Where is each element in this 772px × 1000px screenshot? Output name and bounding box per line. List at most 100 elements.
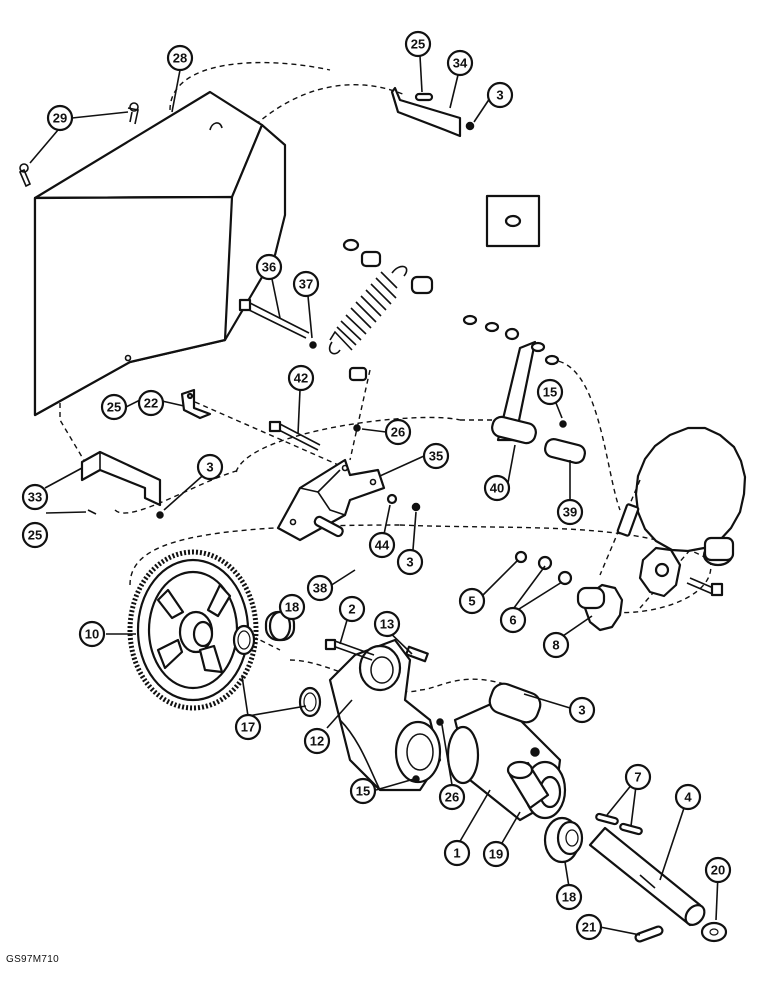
svg-text:5: 5: [468, 594, 475, 609]
callout-26: 26: [384, 418, 412, 446]
bolt-washers-sprocket: [514, 550, 624, 632]
bushing-19: [506, 760, 550, 810]
callout-7: 7: [624, 763, 652, 791]
nut-3a: [411, 502, 421, 512]
svg-text:7: 7: [634, 770, 641, 785]
callout-39: 39: [556, 498, 584, 526]
callout-38: 38: [306, 574, 334, 602]
tension-spring: [328, 238, 434, 382]
svg-text:2: 2: [348, 602, 355, 617]
svg-text:25: 25: [28, 528, 42, 543]
callout-22: 22: [137, 389, 165, 417]
callout-37: 37: [292, 270, 320, 298]
bolt-42: [268, 420, 321, 451]
callout-18: 18: [278, 593, 306, 621]
svg-text:3: 3: [406, 555, 413, 570]
svg-text:20: 20: [711, 863, 725, 878]
svg-text:42: 42: [294, 371, 308, 386]
lower-bracket-33: [80, 450, 164, 519]
svg-text:4: 4: [684, 790, 692, 805]
svg-text:15: 15: [356, 784, 370, 799]
callout-42: 42: [287, 364, 315, 392]
svg-text:12: 12: [310, 734, 324, 749]
bolt-2: [324, 638, 375, 661]
svg-text:36: 36: [262, 260, 276, 275]
callout-40: 40: [483, 474, 511, 502]
svg-text:25: 25: [411, 37, 425, 52]
washer-20: [700, 921, 728, 943]
svg-text:34: 34: [453, 56, 468, 71]
callout-33: 33: [21, 483, 49, 511]
svg-text:37: 37: [299, 277, 313, 292]
svg-text:44: 44: [375, 538, 390, 553]
callout-36: 36: [255, 253, 283, 281]
washer-plate: [485, 194, 541, 248]
svg-text:8: 8: [552, 638, 559, 653]
drive-shaft-4: [588, 826, 706, 927]
callout-17: 17: [234, 713, 262, 741]
svg-text:28: 28: [173, 51, 187, 66]
svg-text:3: 3: [206, 460, 213, 475]
bolt-36: [238, 298, 310, 339]
callout-28: 28: [166, 44, 194, 72]
callout-12: 12: [303, 727, 331, 755]
callout-13: 13: [373, 610, 401, 638]
svg-text:39: 39: [563, 505, 577, 520]
svg-text:15: 15: [543, 385, 557, 400]
nut-37: [309, 341, 317, 349]
svg-text:22: 22: [144, 396, 158, 411]
document-code: GS97M710: [6, 954, 59, 965]
flywheel-gear-10: [127, 549, 259, 711]
svg-text:19: 19: [489, 847, 503, 862]
svg-text:6: 6: [509, 613, 516, 628]
nut-26b: [436, 718, 444, 726]
hair-pin-clips: [18, 102, 139, 188]
callout-6: 6: [499, 606, 527, 634]
callout-3: 3: [396, 548, 424, 576]
guard-shield: [33, 90, 287, 417]
callout-3: 3: [568, 696, 596, 724]
pin-38: [313, 515, 344, 538]
small-sprocket-upper: [638, 546, 682, 598]
svg-text:1: 1: [453, 846, 460, 861]
svg-text:35: 35: [429, 449, 443, 464]
small-bracket-22: [180, 388, 212, 420]
callout-3: 3: [196, 453, 224, 481]
svg-text:3: 3: [496, 88, 503, 103]
callout-8: 8: [542, 631, 570, 659]
nut-26: [353, 424, 361, 432]
callout-3: 3: [486, 81, 514, 109]
svg-text:18: 18: [285, 600, 299, 615]
svg-text:25: 25: [107, 400, 121, 415]
pin-21: [634, 925, 664, 943]
callout-1: 1: [443, 839, 471, 867]
upper-bracket: [390, 86, 475, 138]
starter-housing-12: [328, 638, 442, 792]
callout-25: 25: [21, 521, 49, 549]
sprocket-bolt: [686, 577, 724, 597]
svg-text:3: 3: [578, 703, 585, 718]
svg-text:13: 13: [380, 617, 394, 632]
idler-arm-40: [462, 314, 586, 464]
bearing-18: [543, 816, 584, 864]
callout-10: 10: [78, 620, 106, 648]
callout-29: 29: [46, 104, 74, 132]
callout-15: 15: [349, 777, 377, 805]
svg-text:17: 17: [241, 720, 255, 735]
svg-text:21: 21: [582, 920, 596, 935]
svg-text:26: 26: [391, 425, 405, 440]
svg-text:33: 33: [28, 490, 42, 505]
svg-text:18: 18: [562, 890, 576, 905]
callout-2: 2: [338, 595, 366, 623]
callout-18: 18: [555, 883, 583, 911]
callout-35: 35: [422, 442, 450, 470]
callout-34: 34: [446, 49, 474, 77]
callout-26: 26: [438, 783, 466, 811]
callout-19: 19: [482, 840, 510, 868]
svg-text:10: 10: [85, 627, 99, 642]
callout-21: 21: [575, 913, 603, 941]
large-sprocket: [634, 426, 747, 567]
svg-text:38: 38: [313, 581, 327, 596]
callout-15: 15: [536, 378, 564, 406]
